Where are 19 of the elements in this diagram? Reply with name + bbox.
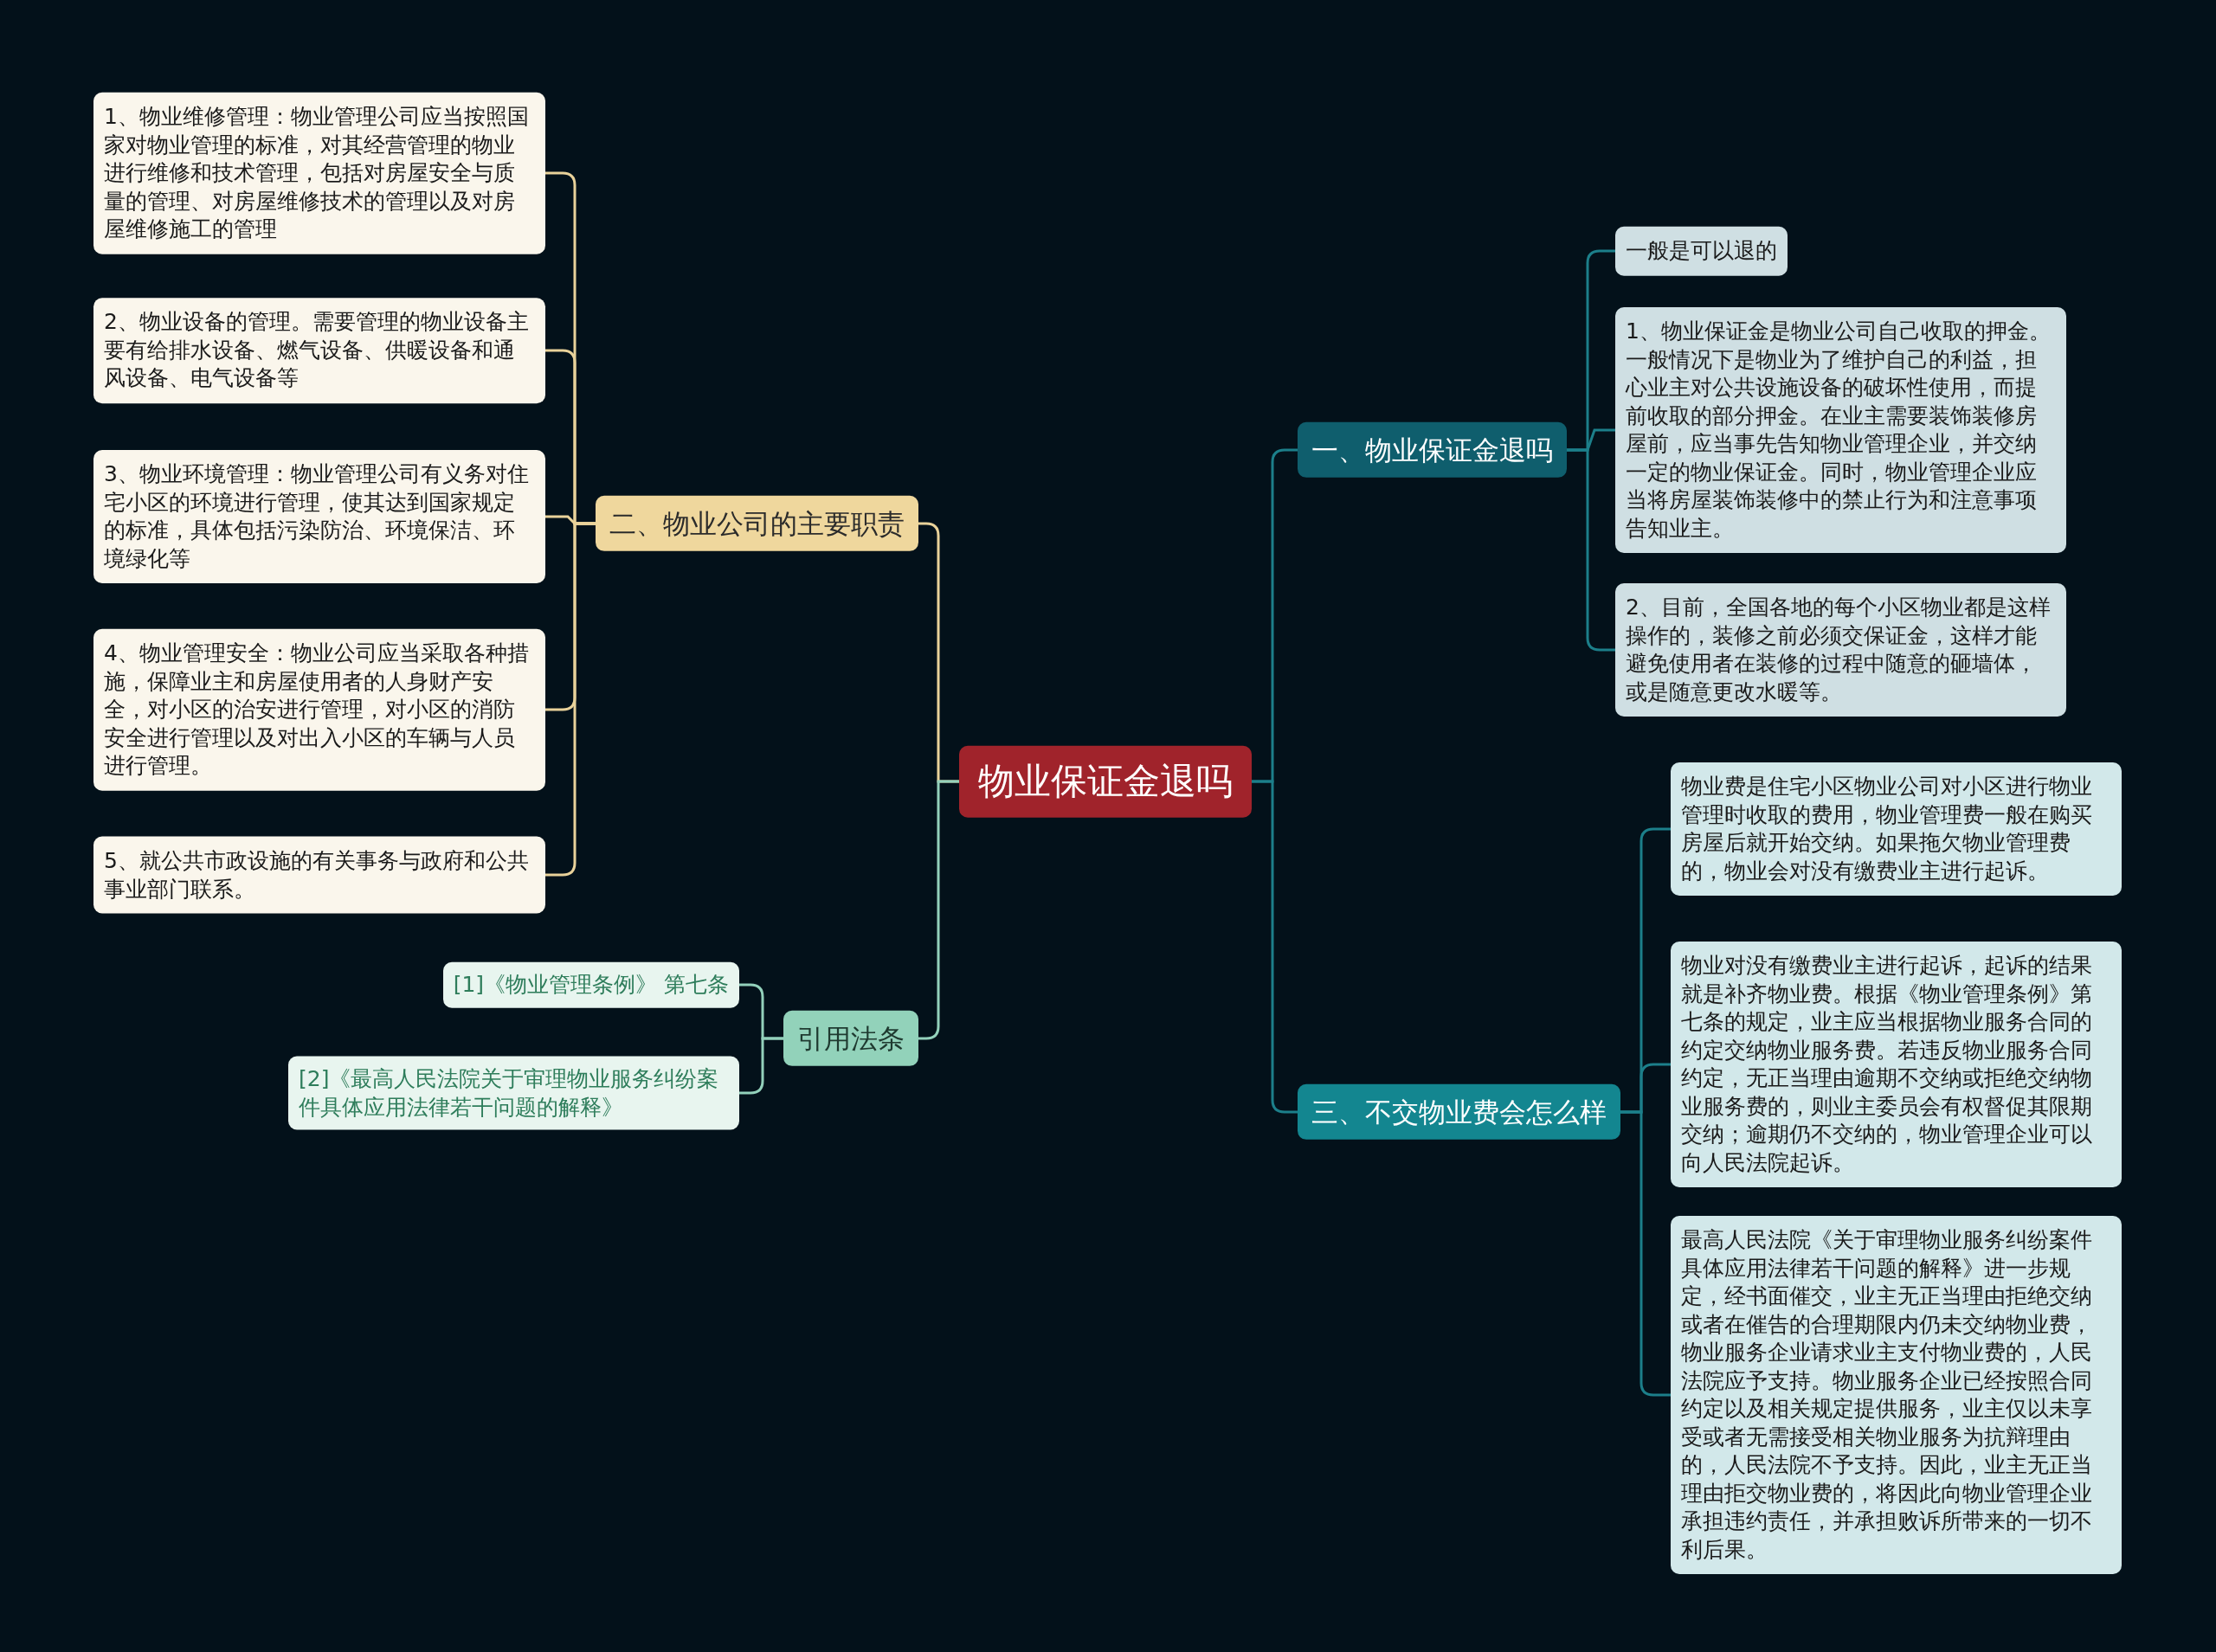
- central-topic-box: 物业保证金退吗: [959, 745, 1252, 818]
- topic-box: 2、目前，全国各地的每个小区物业都是这样操作的，装修之前必须交保证金，这样才能避免使用者在装修的过程中随意的砸墙体，或是随意更改水暖等。: [1615, 583, 2066, 717]
- topic-box: 最高人民法院《关于审理物业服务纠纷案件具体应用法律若干问题的解释》进一步规定，经书面催交，业主无正当理由拒绝交纳或者在催告的合理期限内仍未交纳物业费，物业服务企业请求业主支付物业费的，人民法院应予支持。物业服务企业已经按照合同约定以及相关规定提供服务，业主仅以未享受或者无需接受相关物业服务为抗辩理由的，人民法院不予支持。因此，业主无正当理由拒交物业费的，将因此向物业管理企业承担违约责任，并承担败诉所带来的一切不利后果。: [1671, 1216, 2122, 1574]
- reference-box: [2]《最高人民法院关于审理物业服务纠纷案件具体应用法律若干问题的解释》: [288, 1056, 739, 1130]
- topic-box: 4、物业管理安全：物业公司应当采取各种措施，保障业主和房屋使用者的人身财产安全，对小区的治安进行管理，对小区的消防安全进行管理以及对出入小区的车辆与人员进行管理。: [93, 628, 545, 791]
- branch-box: 引用法条: [783, 1010, 918, 1067]
- branch-box: 二、物业公司的主要职责: [596, 495, 918, 552]
- topic-box: 2、物业设备的管理。需要管理的物业设备主要有给排水设备、燃气设备、供暖设备和通风设备、电气设备等: [93, 298, 545, 403]
- topic-box: 物业对没有缴费业主进行起诉，起诉的结果就是补齐物业费。根据《物业管理条例》第七条的规定，业主应当根据物业服务合同的约定交纳物业服务费。若违反物业服务合同约定，无正当理由逾期不交纳或拒绝交纳物业服务费的，则业主委员会有权督促其限期交纳；逾期仍不交纳的，物业管理企业可以向人民法院起诉。: [1671, 942, 2122, 1187]
- topic-box: 1、物业维修管理：物业管理公司应当按照国家对物业管理的标准，对其经营管理的物业进行维修和技术管理，包括对房屋安全与质量的管理、对房屋维修技术的管理以及对房屋维修施工的管理: [93, 92, 545, 254]
- branch-box: 一、物业保证金退吗: [1298, 421, 1567, 479]
- topic-box: 5、就公共市政设施的有关事务与政府和公共事业部门联系。: [93, 836, 545, 914]
- topic-box: 1、物业保证金是物业公司自己收取的押金。一般情况下是物业为了维护自己的利益，担心业主对公共设施设备的破坏性使用，而提前收取的部分押金。在业主需要装饰装修房屋前，应当事先告知物业管理企业，并交纳一定的物业保证金。同时，物业管理企业应当将房屋装饰装修中的禁止行为和注意事项告知业主。: [1615, 307, 2066, 553]
- topic-box: 3、物业环境管理：物业管理公司有义务对住宅小区的环境进行管理，使其达到国家规定的标准，具体包括污染防治、环境保洁、环境绿化等: [93, 450, 545, 583]
- topic-box: 一般是可以退的: [1615, 226, 1788, 276]
- connector-line: [918, 780, 959, 1040]
- reference-box: [1]《物业管理条例》 第七条: [442, 961, 739, 1008]
- topic-box: 物业费是住宅小区物业公司对小区进行物业管理时收取的费用，物业管理费一般在购买房屋后就开始交纳。如果拖欠物业管理费的，物业会对没有缴费业主进行起诉。: [1671, 762, 2122, 896]
- branch-box: 三、不交物业费会怎么样: [1298, 1083, 1620, 1141]
